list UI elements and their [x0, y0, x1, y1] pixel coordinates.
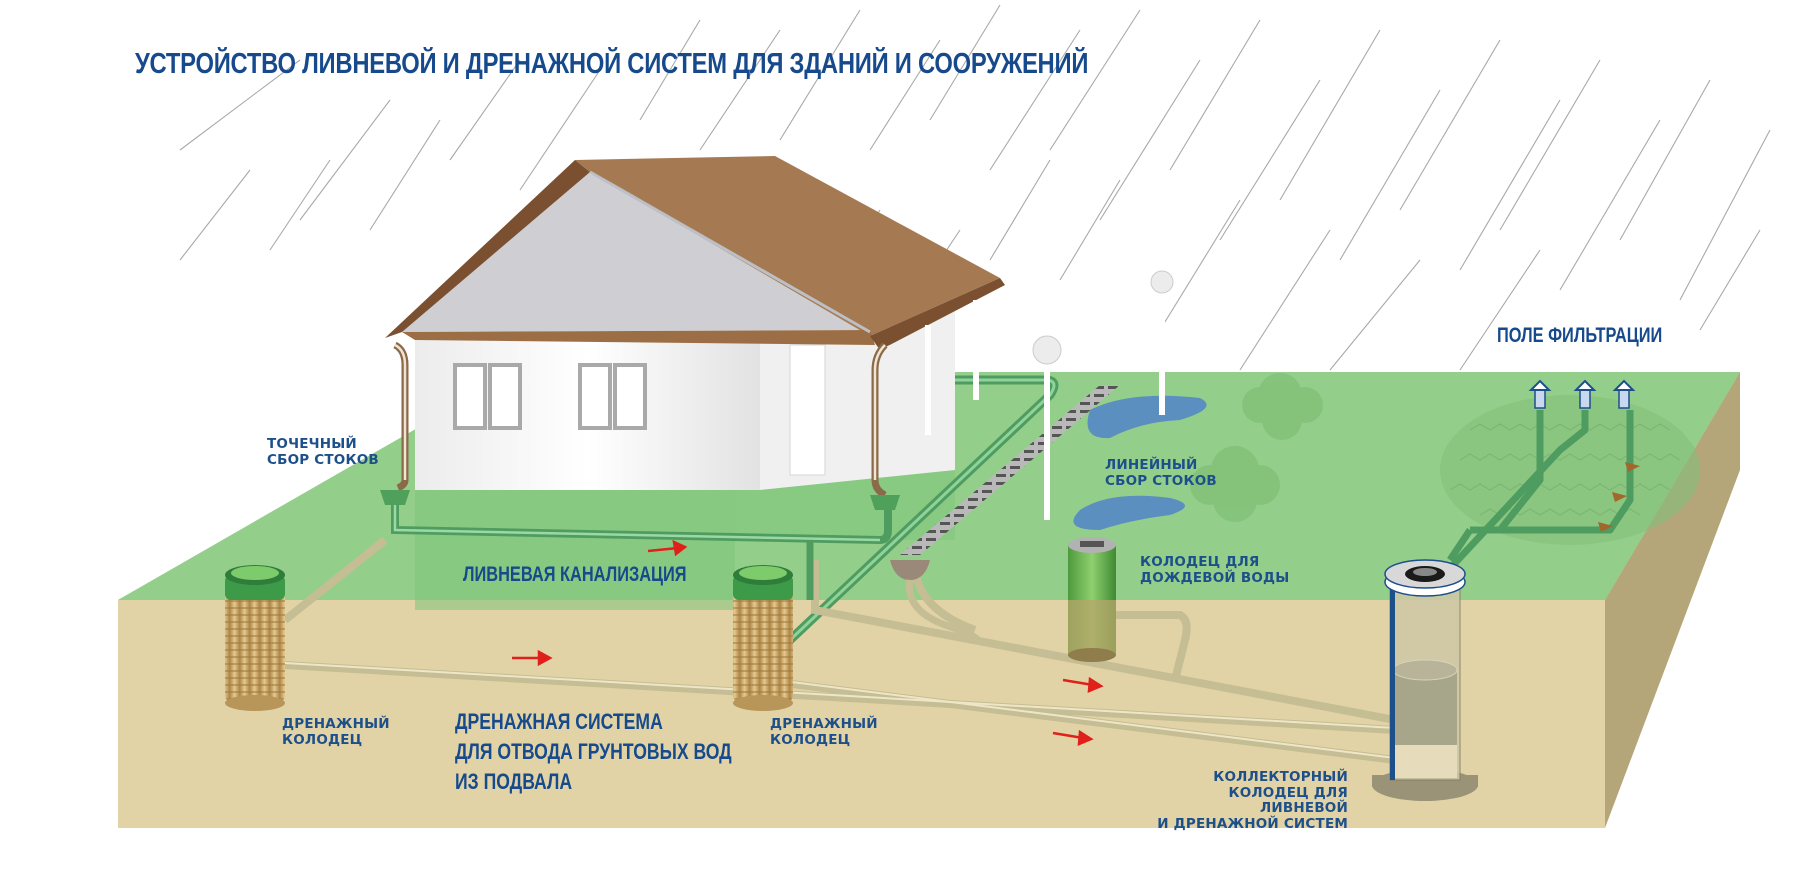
filtration-pipes [1427, 410, 1634, 593]
seepage-arrows [1598, 462, 1640, 532]
label-drainage-system: ДРЕНАЖНАЯ СИСТЕМА ДЛЯ ОТВОДА ГРУНТОВЫХ В… [455, 709, 732, 794]
drainage-well-center-icon [733, 565, 793, 711]
label-drain-well-left: ДРЕНАЖНЫЙ КОЛОДЕЦ [282, 716, 390, 748]
soil-side [1605, 372, 1740, 828]
rain [179, 4, 1771, 371]
linear-drain-channel [900, 385, 1120, 555]
label-storm-sewer: ЛИВНЕВАЯ КАНАЛИЗАЦИЯ [463, 563, 687, 586]
house-roof [575, 156, 1000, 336]
point-collector-icons [380, 490, 900, 510]
storm-sewer-pipe [391, 505, 892, 545]
label-collector-well: КОЛЛЕКТОРНЫЙ КОЛОДЕЦ ДЛЯ ЛИВНЕВОЙ И ДРЕН… [1157, 769, 1348, 832]
collector-well-icon [1372, 559, 1478, 801]
label-rainwater-well: КОЛОДЕЦ ДЛЯ ДОЖДЕВОЙ ВОДЫ [1140, 554, 1290, 586]
lamp-icons [1032, 270, 1174, 520]
label-drain-well-center: ДРЕНАЖНЫЙ КОЛОДЕЦ [770, 716, 878, 748]
page-title: УСТРОЙСТВО ЛИВНЕВОЙ И ДРЕНАЖНОЙ СИСТЕМ Д… [135, 48, 1089, 80]
vent-icons [1528, 379, 1636, 409]
tree-icons [1190, 373, 1323, 522]
house-gable [402, 168, 870, 332]
drainage-well-left-icon [225, 565, 285, 711]
window-icons [453, 363, 647, 430]
flow-arrow-icons [512, 539, 1104, 746]
label-linear-collection: ЛИНЕЙНЫЙ СБОР СТОКОВ [1105, 457, 1217, 489]
label-filtration-field: ПОЛЕ ФИЛЬТРАЦИИ [1497, 324, 1663, 347]
label-point-collection: ТОЧЕЧНЫЙ СБОР СТОКОВ [267, 436, 379, 468]
rainwater-well-icon [1068, 537, 1116, 662]
puddle-icons [1073, 395, 1207, 530]
